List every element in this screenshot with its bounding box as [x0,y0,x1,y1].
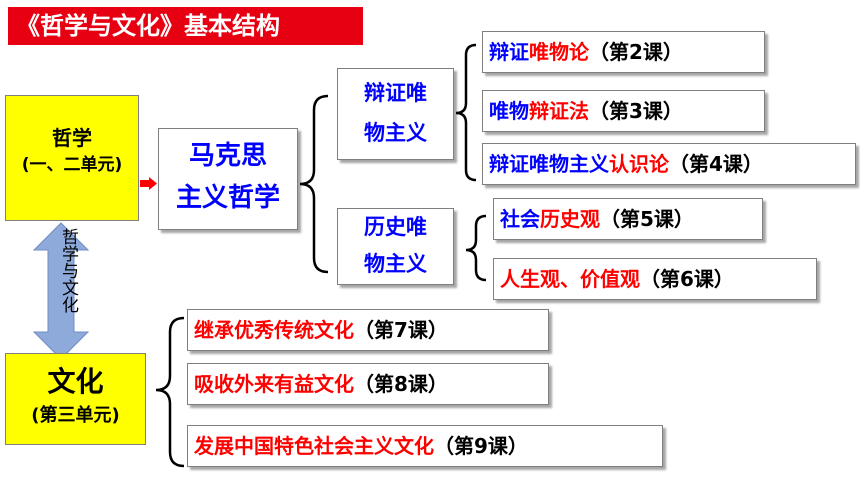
culture-units: (第三单元) [31,405,120,426]
brace-marxism [299,94,329,274]
dialectical-line2: 物主义 [364,121,427,145]
historical-line2: 物主义 [364,252,427,276]
marxism-line2: 主义哲学 [175,183,280,213]
lesson-6-number: （第6课） [640,267,734,291]
brace-historical [465,214,487,282]
lesson-3-part-a: 唯物 [489,99,529,123]
lesson-2-part-b: 唯物论 [529,40,589,64]
lesson-9-title: 发展中国特色社会主义文化 [194,434,434,458]
lesson-7: 继承优秀传统文化（第7课） [187,309,549,351]
lesson-6: 人生观、价值观（第6课） [493,258,817,300]
lesson-8-number: （第8课） [354,372,448,396]
lesson-7-title: 继承优秀传统文化 [194,318,354,342]
lesson-6-title: 人生观、价值观 [500,267,640,291]
lesson-7-number: （第7课） [354,318,448,342]
marxism-line1: 马克思 [188,141,267,171]
page-title: 《哲学与文化》基本结构 [8,7,363,45]
lesson-9-number: （第9课） [434,434,528,458]
philosophy-culture-label: 哲学与文化 [58,228,78,313]
lesson-5: 社会历史观（第5课） [493,198,763,240]
lesson-3: 唯物辩证法（第3课） [482,90,765,132]
lesson-5-number: （第5课） [600,207,694,231]
lesson-2-number: （第2课） [589,40,683,64]
brace-dialectical [455,43,477,182]
philosophy-units: (一、二单元) [21,155,123,175]
culture-label: 文化 [47,365,104,398]
philosophy-label: 哲学 [52,126,92,150]
historical-box: 历史唯 物主义 [337,208,454,285]
lesson-8-title: 吸收外来有益文化 [194,372,354,396]
historical-line1: 历史唯 [364,215,427,239]
lesson-4-part-b: 认识论 [609,152,669,176]
lesson-4-number: （第4课） [669,152,763,176]
lesson-4: 辩证唯物主义认识论（第4课） [482,143,856,185]
philosophy-box: 哲学 (一、二单元) [5,95,139,221]
marxism-box: 马克思 主义哲学 [158,128,298,230]
lesson-2: 辩证唯物论（第2课） [482,31,765,73]
lesson-8: 吸收外来有益文化（第8课） [187,363,549,405]
lesson-9: 发展中国特色社会主义文化（第9课） [187,425,663,467]
lesson-5-part-b: 历史观 [540,207,600,231]
dialectical-box: 辩证唯 物主义 [337,68,454,160]
lesson-2-part-a: 辩证 [489,40,529,64]
culture-box: 文化 (第三单元) [5,353,146,445]
lesson-3-part-b: 辩证法 [529,99,589,123]
lesson-3-number: （第3课） [589,99,683,123]
brace-culture [155,316,185,468]
lesson-5-part-a: 社会 [500,207,540,231]
red-arrow-icon [140,177,157,190]
dialectical-line1: 辩证唯 [364,81,427,105]
lesson-4-part-a: 辩证唯物主义 [489,152,609,176]
